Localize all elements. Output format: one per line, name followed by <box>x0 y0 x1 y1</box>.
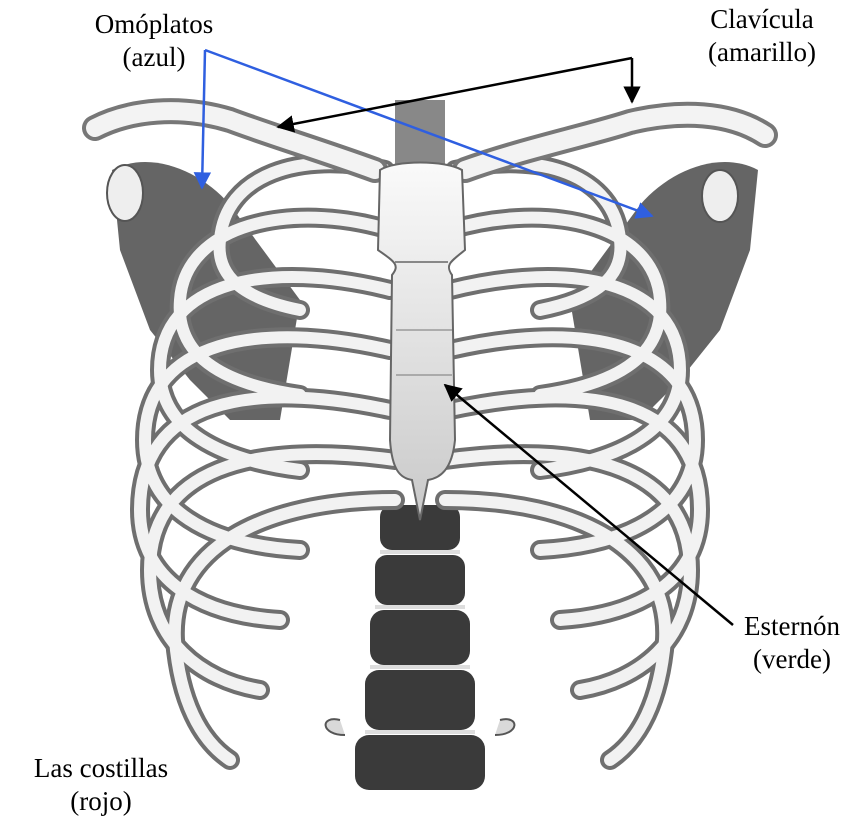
costillas-label: Las costillas (rojo) <box>6 752 196 818</box>
costillas-name: Las costillas <box>6 752 196 785</box>
esternon-label: Esternón (verde) <box>712 610 868 676</box>
clavicula-color-note: (amarillo) <box>662 36 862 69</box>
left-shoulder-joint <box>107 165 143 221</box>
esternon-color-note: (verde) <box>712 643 868 676</box>
esternon-name: Esternón <box>712 610 868 643</box>
clavicula-label: Clavícula (amarillo) <box>662 3 862 69</box>
clavicula-arrow-left <box>278 58 632 127</box>
omoplatos-label: Omóplatos (azul) <box>54 8 254 74</box>
omoplatos-color-note: (azul) <box>54 41 254 74</box>
clavicula-name: Clavícula <box>662 3 862 36</box>
right-shoulder-joint <box>702 170 738 222</box>
costillas-color-note: (rojo) <box>6 785 196 818</box>
omoplatos-name: Omóplatos <box>54 8 254 41</box>
